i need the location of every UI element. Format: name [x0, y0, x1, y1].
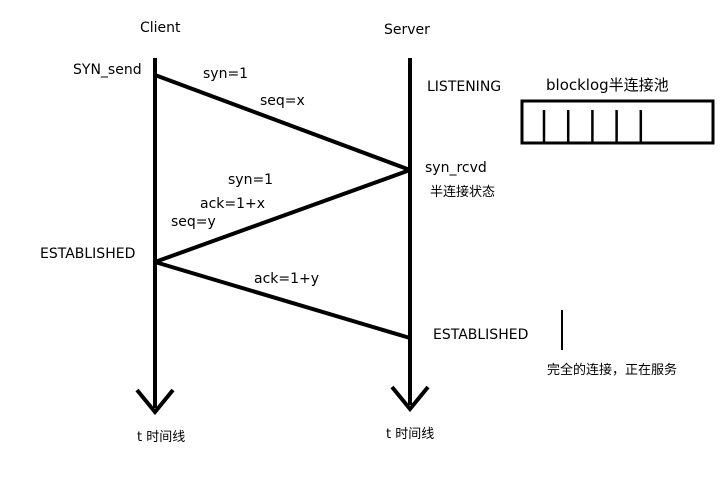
client-state-syn-send: SYN_send [73, 62, 142, 78]
backlog-slots [542, 110, 643, 143]
message-3-ack-label: ack=1+y [254, 271, 320, 287]
server-state-syn-rcvd: syn_rcvd [425, 160, 487, 176]
server-timeline-label: t 时间线 [386, 427, 435, 442]
server-half-connection-state: 半连接状态 [430, 185, 496, 200]
client-state-established: ESTABLISHED [40, 246, 136, 262]
message-syn-ack-arrow [154, 168, 411, 264]
server-state-listening: LISTENING [427, 79, 502, 95]
client-timeline-arrowhead [135, 388, 175, 416]
server-actor-label: Server [384, 22, 430, 38]
client-timeline-label: t 时间线 [137, 430, 186, 445]
message-2-ack-label: ack=1+x [200, 196, 266, 212]
message-2-seq-label: seq=y [171, 214, 216, 230]
message-2-syn-label: syn=1 [228, 172, 274, 188]
client-actor-label: Client [140, 20, 181, 36]
server-timeline-arrowhead [390, 385, 430, 413]
backlog-pool-title: blocklog半连接池 [546, 76, 669, 94]
message-1-syn-label: syn=1 [203, 66, 249, 82]
message-syn-arrow [154, 73, 411, 172]
full-connection-note: 完全的连接，正在服务 [547, 363, 678, 378]
server-state-established: ESTABLISHED [433, 327, 529, 343]
message-ack-arrow [154, 260, 411, 340]
message-1-seq-label: seq=x [260, 93, 305, 109]
